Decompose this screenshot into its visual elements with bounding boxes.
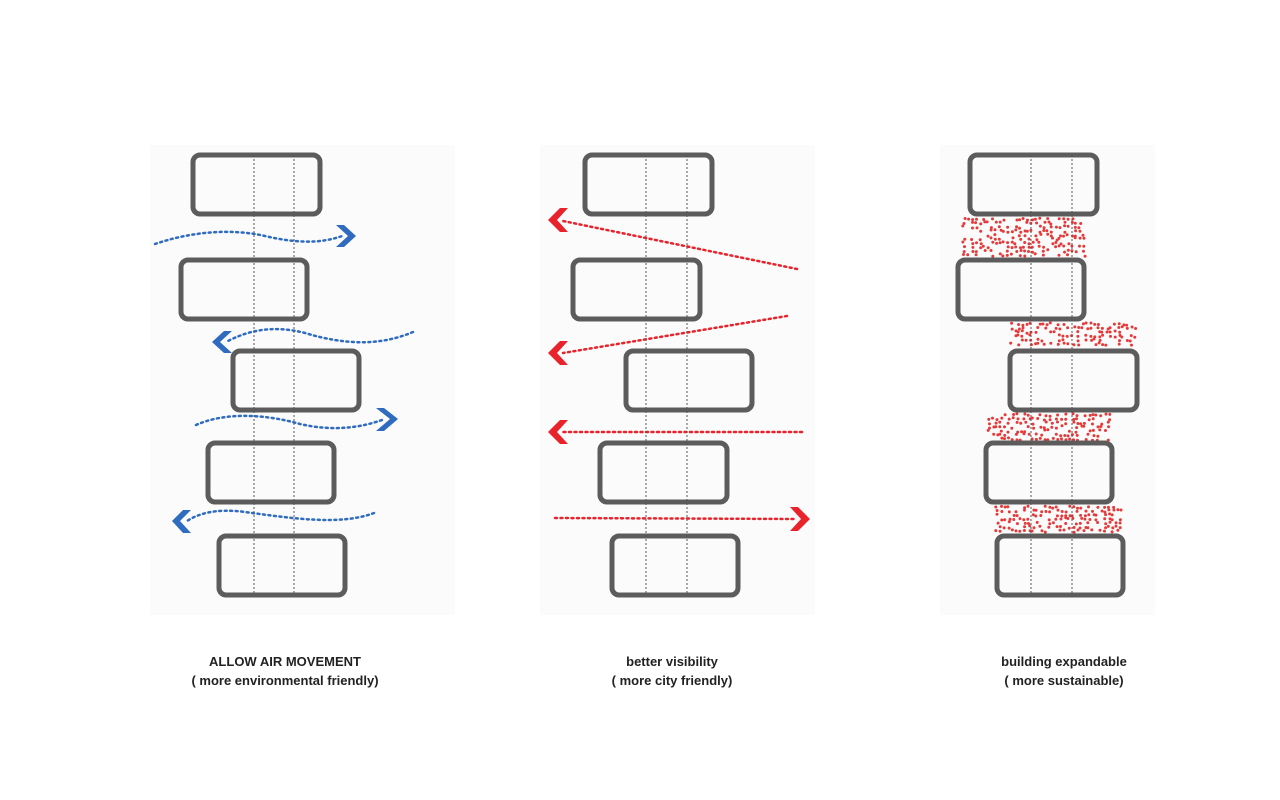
expansion-zone bbox=[1009, 321, 1138, 347]
view-lines bbox=[553, 219, 804, 521]
air-arrows bbox=[153, 230, 415, 523]
chevron-arrow-icon bbox=[548, 208, 568, 232]
panel-air bbox=[153, 152, 415, 598]
view-line-2 bbox=[561, 314, 789, 355]
panel-expandable bbox=[955, 152, 1140, 598]
caption-expandable: building expandable ( more sustainable) bbox=[914, 652, 1214, 690]
axis-lines-air bbox=[253, 155, 295, 595]
view-line-1 bbox=[561, 219, 799, 271]
building-block bbox=[178, 257, 310, 322]
expansion-zone bbox=[961, 216, 1087, 258]
chevron-arrow-icon bbox=[790, 507, 810, 531]
caption-air: ALLOW AIR MOVEMENT ( more environmental … bbox=[135, 652, 435, 690]
building-block bbox=[967, 152, 1100, 217]
expansion-zones bbox=[961, 216, 1138, 534]
building-block bbox=[623, 348, 755, 413]
expansion-zone bbox=[986, 412, 1112, 442]
building-block bbox=[582, 152, 715, 217]
view-line-4 bbox=[553, 516, 798, 521]
chevron-arrow-icon bbox=[548, 420, 568, 444]
air-flow-line-2 bbox=[224, 327, 415, 344]
axis-lines-expandable bbox=[1030, 155, 1073, 595]
axis-lines-visibility bbox=[645, 155, 688, 595]
caption-visibility: better visibility ( more city friendly) bbox=[522, 652, 822, 690]
building-block bbox=[983, 440, 1115, 505]
caption-subtitle: ( more sustainable) bbox=[1004, 673, 1124, 688]
chevron-arrow-icon bbox=[172, 510, 191, 533]
caption-subtitle: ( more environmental friendly) bbox=[191, 673, 379, 688]
building-block bbox=[190, 152, 323, 217]
building-block bbox=[216, 533, 348, 598]
caption-title: building expandable bbox=[1001, 654, 1127, 669]
chevron-arrow-icon bbox=[376, 408, 398, 431]
caption-title: better visibility bbox=[626, 654, 718, 669]
air-flow-line-3 bbox=[194, 414, 384, 430]
building-block bbox=[570, 257, 703, 322]
building-block bbox=[994, 533, 1126, 598]
chevron-arrow-icon bbox=[212, 331, 232, 353]
expansion-zone bbox=[994, 504, 1123, 534]
building-blocks-visibility bbox=[570, 152, 755, 598]
view-arrowheads bbox=[548, 208, 810, 531]
caption-subtitle: ( more city friendly) bbox=[611, 673, 733, 688]
building-block bbox=[230, 348, 362, 413]
building-block bbox=[955, 257, 1087, 322]
chevron-arrow-icon bbox=[548, 341, 568, 365]
air-flow-line-1 bbox=[153, 230, 344, 246]
building-blocks-air bbox=[178, 152, 362, 598]
caption-title: ALLOW AIR MOVEMENT bbox=[209, 654, 361, 669]
building-block bbox=[205, 440, 337, 505]
building-block bbox=[1007, 348, 1140, 413]
building-blocks-expandable bbox=[955, 152, 1140, 598]
chevron-arrow-icon bbox=[336, 225, 356, 247]
building-block bbox=[597, 440, 730, 505]
panel-visibility bbox=[548, 152, 810, 598]
air-flow-line-4 bbox=[185, 509, 376, 523]
building-block bbox=[609, 533, 741, 598]
air-arrowheads bbox=[172, 225, 398, 533]
